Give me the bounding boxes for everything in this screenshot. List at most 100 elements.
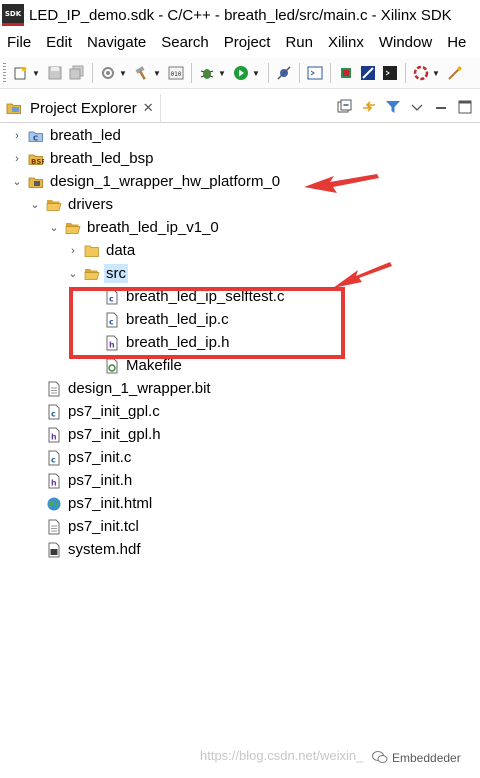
tree-item-breath-led[interactable]: › C breath_led (10, 124, 123, 147)
menu-window[interactable]: Window (378, 33, 433, 51)
tree-item-label: design_1_wrapper_hw_platform_0 (50, 173, 281, 190)
minimize-icon[interactable] (432, 98, 450, 116)
tree-item-label: data (106, 242, 136, 259)
toolbar-grip[interactable] (3, 63, 6, 83)
terminal-icon[interactable] (307, 65, 323, 81)
tree-item-system-hdf[interactable]: system.hdf (46, 538, 143, 561)
build-hammer-icon[interactable] (134, 65, 150, 81)
bsp-project-icon: BSP (28, 151, 44, 167)
tree-item-wrapper-bit[interactable]: design_1_wrapper.bit (46, 377, 213, 400)
collapse-all-icon[interactable] (336, 98, 354, 116)
new-dropdown-icon[interactable]: ▼ (32, 68, 40, 78)
expand-icon[interactable]: › (71, 244, 75, 257)
tree-item-label: ps7_init_gpl.c (68, 403, 160, 420)
tree-item-data[interactable]: › data (66, 239, 137, 262)
xilinx-sdk-logo-icon: SDK (2, 4, 24, 26)
svg-text:h: h (51, 478, 57, 487)
title-bar: SDK LED_IP_demo.sdk - C/C++ - breath_led… (0, 0, 480, 30)
expand-icon[interactable]: › (15, 152, 19, 165)
hw-platform-icon (28, 174, 44, 190)
tree-item-breath-led-bsp[interactable]: › BSP breath_led_bsp (10, 147, 155, 170)
maximize-icon[interactable] (456, 98, 474, 116)
watermark-brand: Embeddeder (392, 751, 461, 765)
collapse-icon[interactable]: ⌄ (12, 176, 22, 188)
project-explorer-tab-label: Project Explorer (30, 99, 137, 117)
filter-icon[interactable] (384, 98, 402, 116)
tree-item-ip-c[interactable]: c breath_led_ip.c (104, 308, 231, 331)
menu-run[interactable]: Run (285, 33, 313, 51)
tree-item-label: breath_led_ip_v1_0 (87, 219, 219, 236)
tree-item-breath-led-ip-v1-0[interactable]: ⌄ breath_led_ip_v1_0 (47, 216, 221, 239)
html-file-icon (46, 496, 62, 512)
build-dropdown-icon[interactable]: ▼ (153, 68, 161, 78)
tree-item-label: breath_led_ip.c (126, 311, 229, 328)
tree-item-label: breath_led (50, 127, 121, 144)
tree-item-ps7-init-html[interactable]: ps7_init.html (46, 492, 154, 515)
xsct-console-icon[interactable] (382, 65, 398, 81)
close-icon[interactable]: ✕ (142, 100, 154, 115)
collapse-icon[interactable]: ⌄ (30, 199, 40, 211)
tree-item-label: breath_led_ip.h (126, 334, 230, 351)
makefile-icon (104, 358, 120, 374)
svg-text:c: c (109, 317, 114, 326)
repository-icon[interactable] (413, 65, 429, 81)
c-file-icon: c (46, 404, 62, 420)
tree-item-ip-h[interactable]: h breath_led_ip.h (104, 331, 231, 354)
tree-item-selftest-c[interactable]: c breath_led_ip_selftest.c (104, 285, 286, 308)
tree-item-label: breath_led_bsp (50, 150, 154, 167)
save-all-icon[interactable] (69, 65, 85, 81)
menu-navigate[interactable]: Navigate (87, 33, 147, 51)
build-config-dropdown-icon[interactable]: ▼ (119, 68, 127, 78)
run-icon[interactable] (233, 65, 249, 81)
skip-breakpoints-icon[interactable] (276, 65, 292, 81)
expand-icon[interactable]: › (15, 129, 19, 142)
repository-dropdown-icon[interactable]: ▼ (432, 68, 440, 78)
tree-item-ps7-init-c[interactable]: c ps7_init.c (46, 446, 133, 469)
menu-file[interactable]: File (7, 33, 32, 51)
window-title: LED_IP_demo.sdk - C/C++ - breath_led/src… (29, 6, 452, 24)
h-file-icon: h (46, 473, 62, 489)
menu-search[interactable]: Search (161, 33, 209, 51)
menu-help[interactable]: He (447, 33, 467, 51)
tree-item-label: ps7_init.c (68, 449, 132, 466)
tree-item-drivers[interactable]: ⌄ drivers (28, 193, 115, 216)
tree-item-ps7-init-gpl-h[interactable]: h ps7_init_gpl.h (46, 423, 163, 446)
tree-item-label: ps7_init_gpl.h (68, 426, 161, 443)
tree-item-ps7-init-gpl-c[interactable]: c ps7_init_gpl.c (46, 400, 162, 423)
xsdb-icon[interactable] (360, 65, 376, 81)
menu-xilinx[interactable]: Xilinx (327, 33, 364, 51)
collapse-icon[interactable]: ⌄ (68, 268, 78, 280)
tree-item-label: design_1_wrapper.bit (68, 380, 211, 397)
menu-project[interactable]: Project (223, 33, 271, 51)
project-explorer-tab[interactable]: Project Explorer ✕ (0, 94, 161, 122)
debug-bug-icon[interactable] (199, 65, 215, 81)
view-menu-icon[interactable] (408, 98, 426, 116)
binary-icon[interactable]: 010 (168, 65, 184, 81)
c-file-icon: c (104, 312, 120, 328)
save-icon[interactable] (47, 65, 63, 81)
file-icon (46, 519, 62, 535)
run-dropdown-icon[interactable]: ▼ (252, 68, 260, 78)
svg-text:010: 010 (171, 71, 182, 78)
tree-item-label: system.hdf (68, 541, 141, 558)
menu-edit[interactable]: Edit (46, 33, 73, 51)
file-icon (46, 381, 62, 397)
folder-open-icon (84, 266, 100, 282)
tree-item-hw-platform[interactable]: ⌄ design_1_wrapper_hw_platform_0 (10, 170, 282, 193)
tree-item-ps7-init-tcl[interactable]: ps7_init.tcl (46, 515, 141, 538)
build-config-icon[interactable] (100, 65, 116, 81)
tree-item-label: ps7_init.html (68, 495, 153, 512)
wand-icon[interactable] (447, 65, 463, 81)
c-file-icon: c (46, 450, 62, 466)
program-fpga-icon[interactable] (338, 65, 354, 81)
hdf-file-icon (46, 542, 62, 558)
tree-item-label: drivers (68, 196, 114, 213)
tree-item-ps7-init-h[interactable]: h ps7_init.h (46, 469, 134, 492)
collapse-icon[interactable]: ⌄ (49, 222, 59, 234)
debug-dropdown-icon[interactable]: ▼ (218, 68, 226, 78)
link-with-editor-icon[interactable] (360, 98, 378, 116)
menu-bar: File Edit Navigate Search Project Run Xi… (0, 30, 480, 54)
svg-text:h: h (51, 432, 57, 441)
tree-item-src[interactable]: ⌄ src (66, 262, 128, 285)
new-icon[interactable] (13, 65, 29, 81)
